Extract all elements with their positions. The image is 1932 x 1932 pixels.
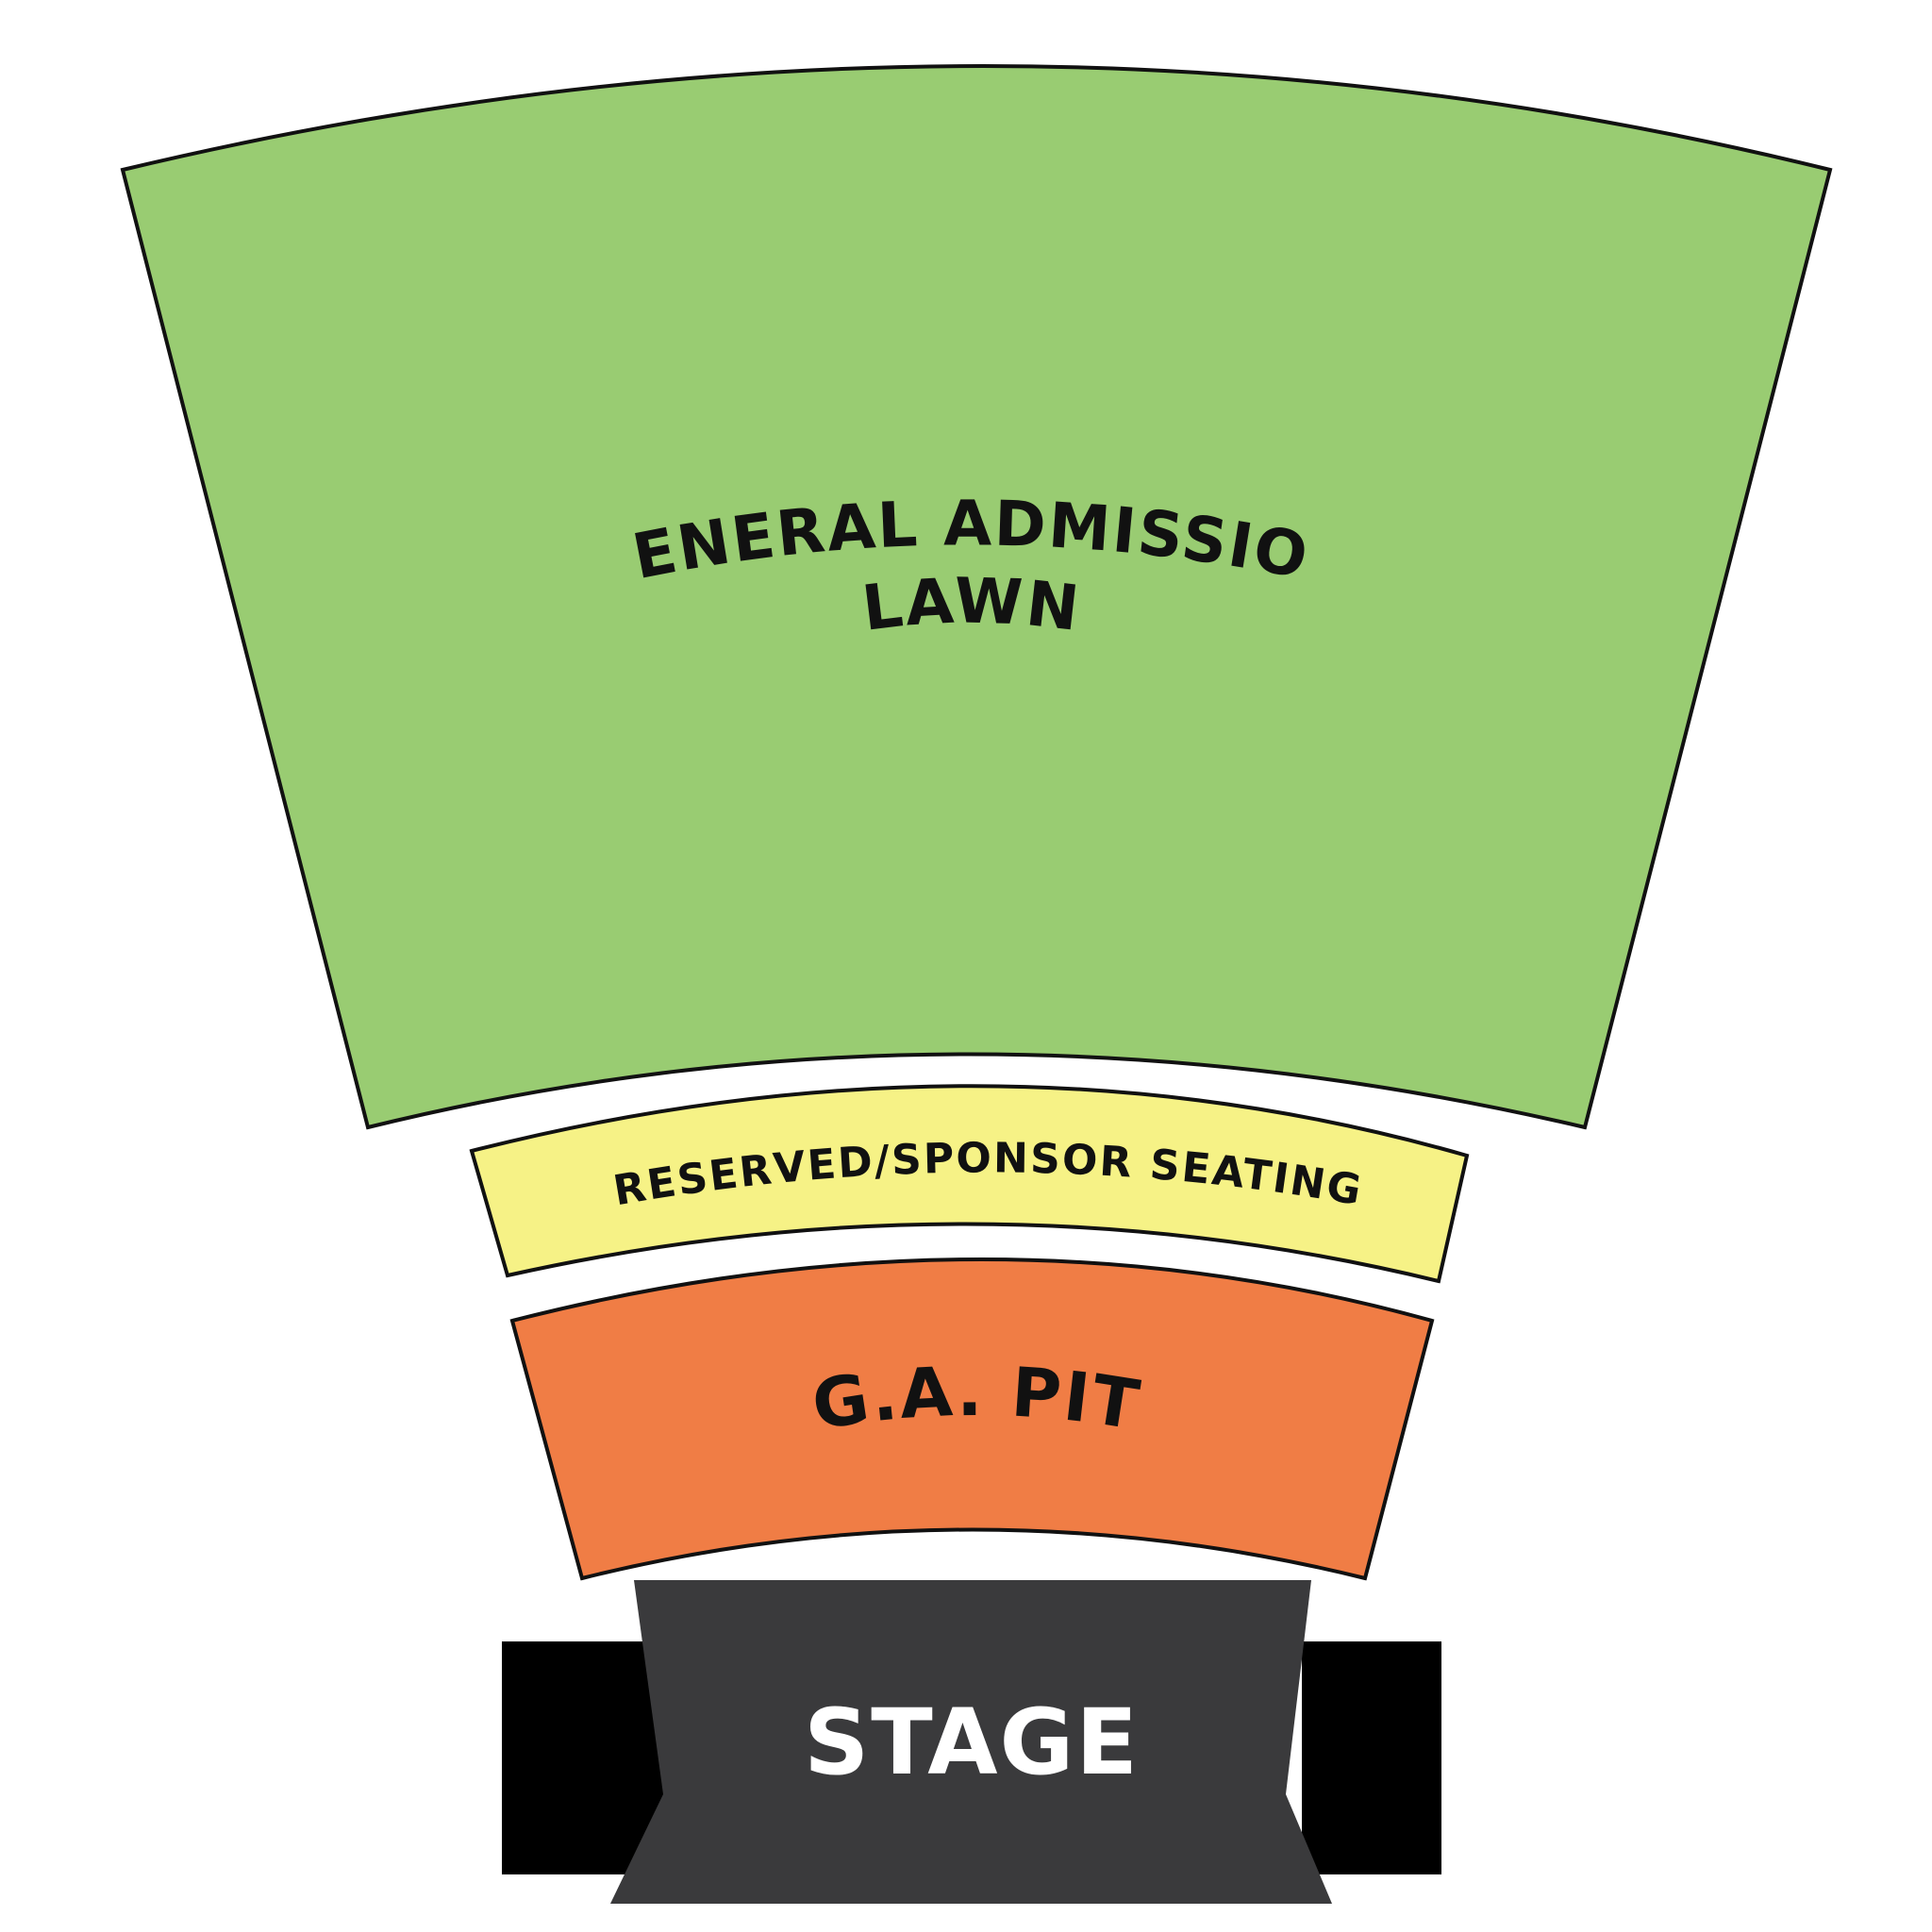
reserved-shape[interactable]	[469, 1084, 1470, 1284]
pit-label: G.A. PIT	[808, 1352, 1146, 1445]
reserved-section[interactable]: RESERVED/SPONSOR SEATING	[469, 1084, 1470, 1284]
stage-section: STAGE	[502, 1580, 1441, 1904]
lawn-shape[interactable]	[120, 64, 1833, 1130]
stage-wing-left	[502, 1641, 670, 1874]
lawn-label-line2: LAWN	[858, 564, 1085, 645]
stage-shape	[610, 1580, 1332, 1904]
lawn-section[interactable]: GENERAL ADMISSION LAWN	[0, 0, 1833, 1130]
pit-shape[interactable]	[509, 1257, 1435, 1581]
stage-wing-right	[1302, 1641, 1441, 1874]
pit-section[interactable]: G.A. PIT	[509, 1257, 1435, 1581]
stage-label: STAGE	[804, 1690, 1140, 1795]
